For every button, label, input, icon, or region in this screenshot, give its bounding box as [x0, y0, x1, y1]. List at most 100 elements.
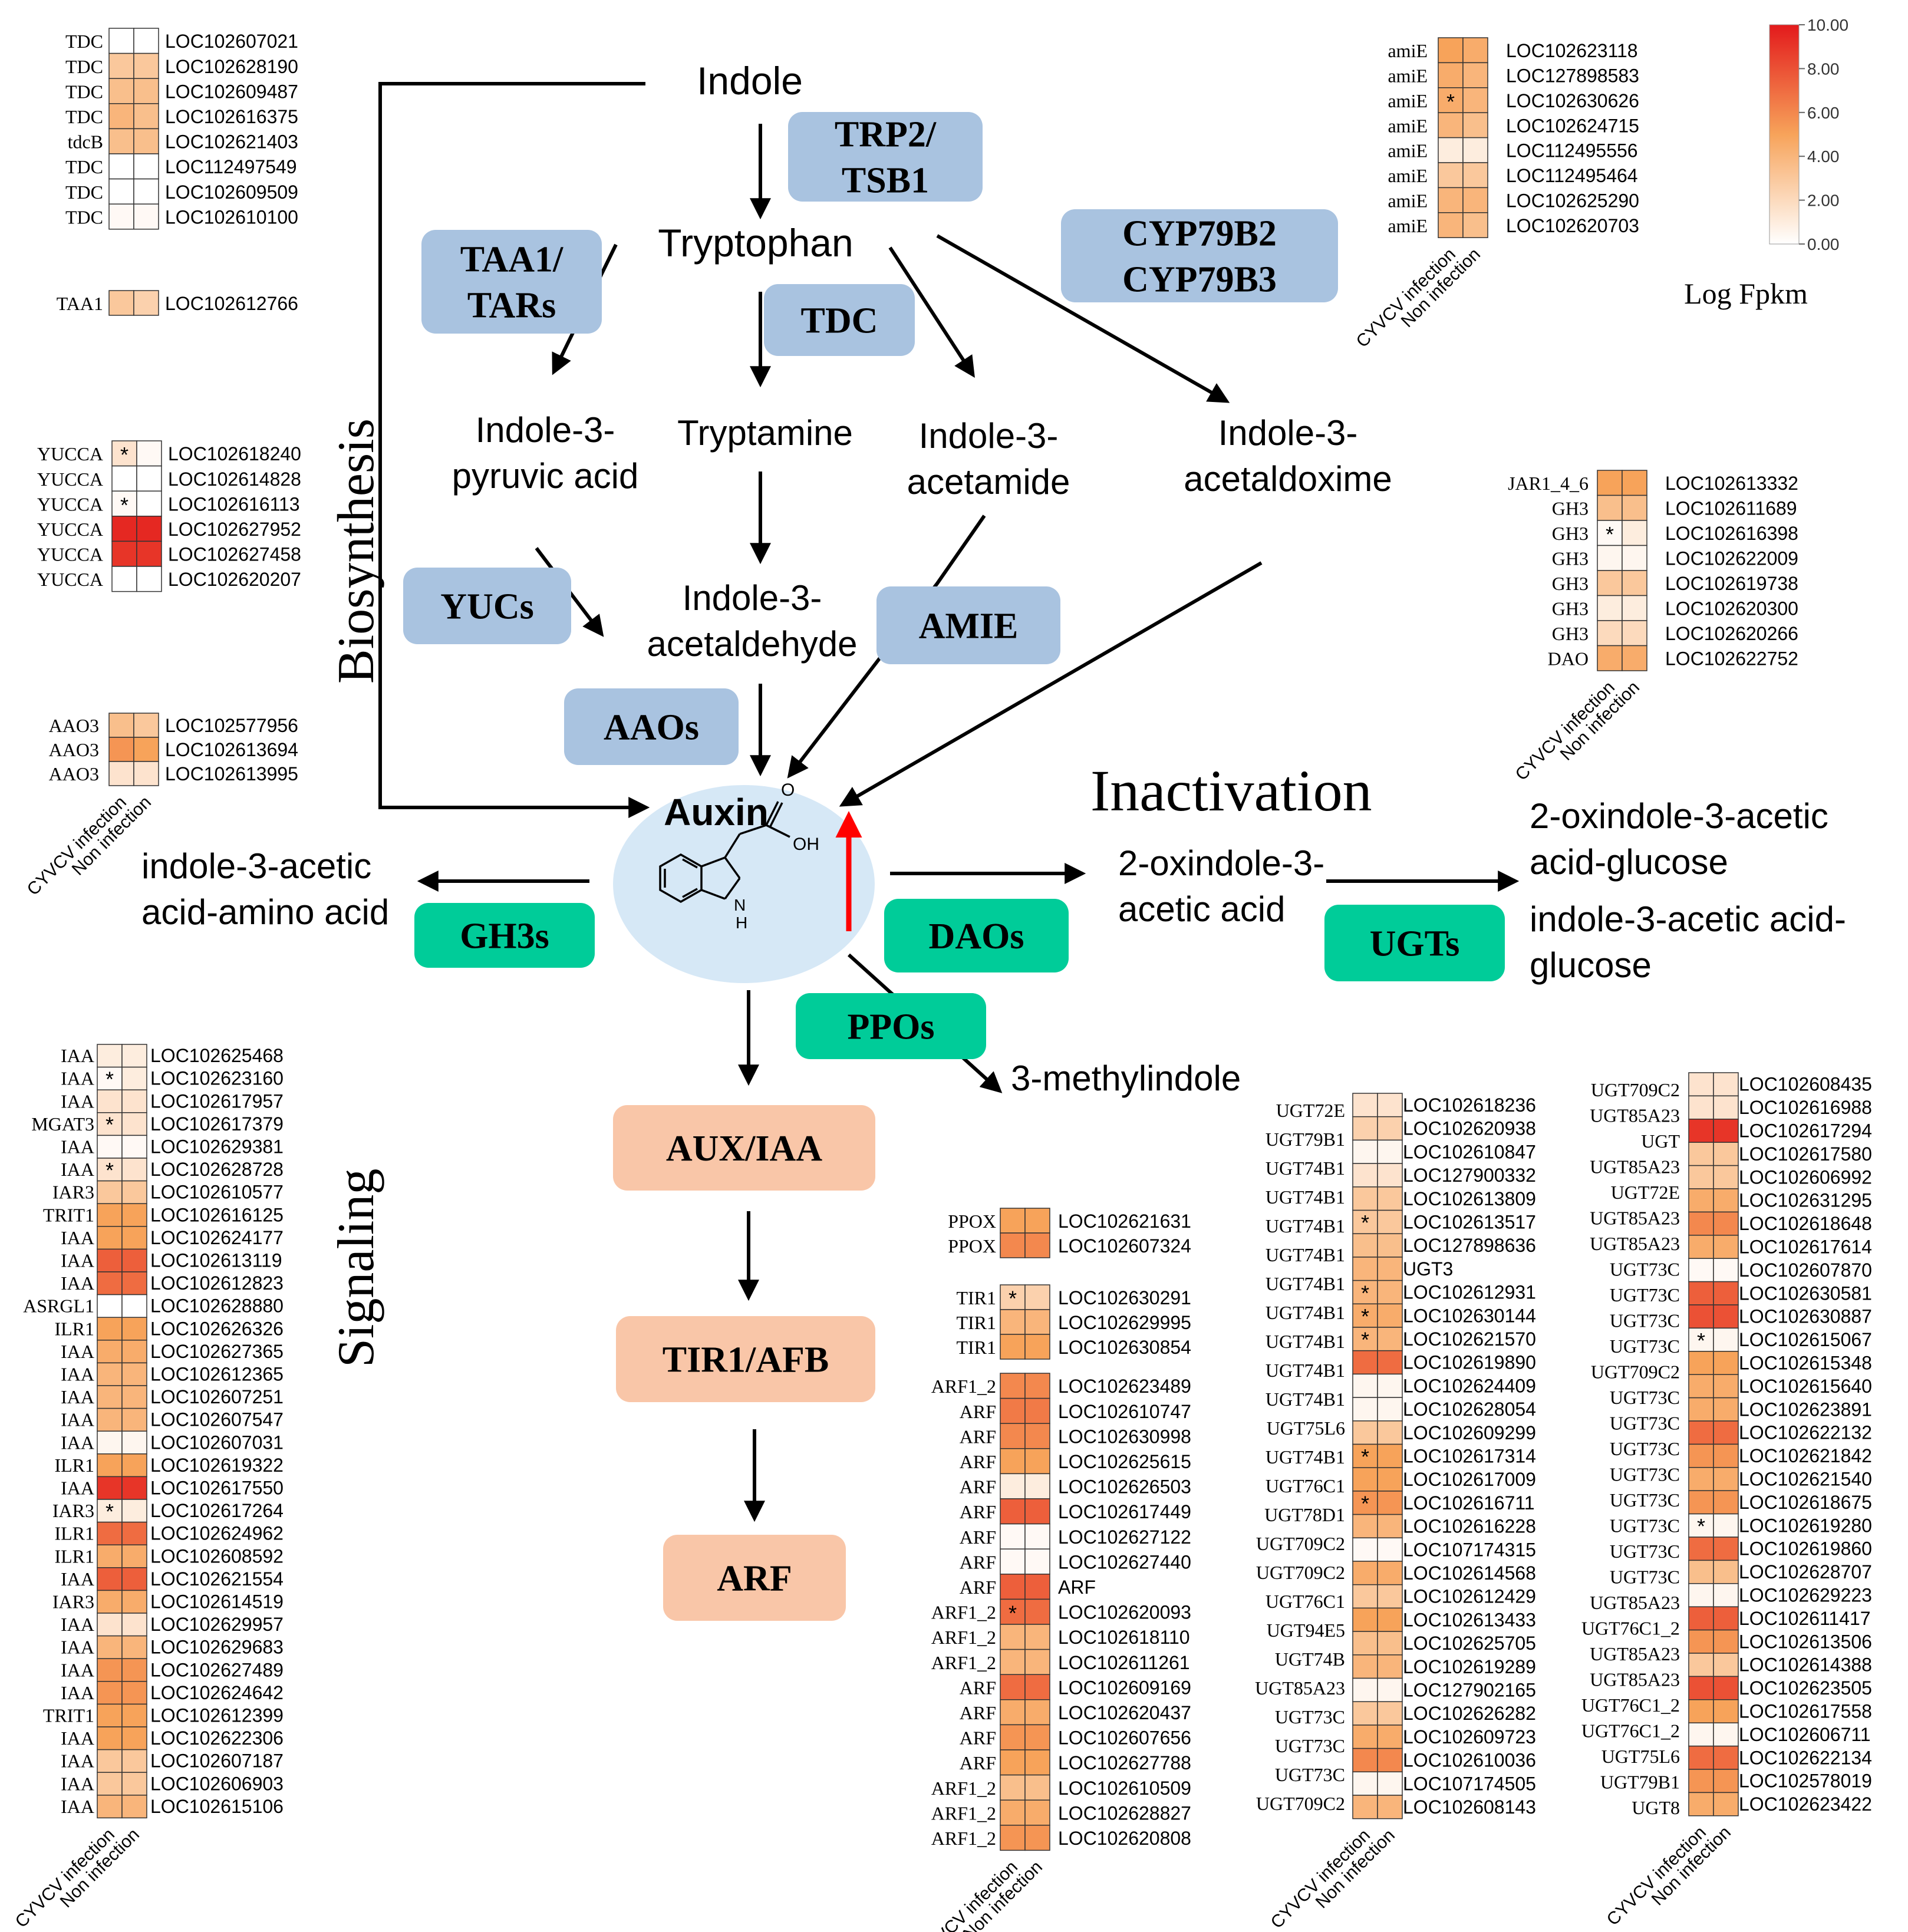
heatmap-cell	[1622, 645, 1647, 671]
gene-name-label: ARF	[960, 1426, 996, 1447]
gene-locus-label: LOC102620207	[168, 569, 301, 590]
heatmap-cell	[1352, 1514, 1378, 1539]
heatmap-cell	[1713, 1397, 1739, 1422]
gene-name-label: TDC	[65, 81, 103, 102]
heatmap-cell	[1713, 1304, 1739, 1329]
gene-locus-label: ARF	[1058, 1577, 1096, 1598]
heatmap-cell	[1713, 1142, 1739, 1166]
gene-name-label: UGT74B1	[1266, 1186, 1345, 1208]
gene-name-label: IAA	[61, 1750, 94, 1772]
heatmap-cell	[1000, 1548, 1026, 1575]
gene-name-label: ARF	[960, 1677, 996, 1698]
color-scale-legend: 10.008.006.004.002.000.00 Log Fpkm	[1684, 16, 1848, 310]
gene-locus-label: LOC102608435	[1739, 1074, 1872, 1095]
gene-name-label: IAR3	[52, 1591, 94, 1613]
gene-name-label: UGT72E	[1276, 1100, 1345, 1121]
heatmap-cell	[1377, 1209, 1403, 1234]
node-indole: Indole	[697, 59, 803, 103]
svg-text:OH: OH	[793, 835, 819, 854]
svg-text:H: H	[736, 914, 747, 932]
gene-name-label: TRIT1	[43, 1705, 94, 1726]
heatmap-cell	[108, 103, 134, 130]
heatmap-cell	[108, 737, 134, 762]
gene-name-label: UGT709C2	[1256, 1562, 1345, 1583]
gene-name-label: IAA	[61, 1068, 94, 1089]
gene-name-label: UGT74B1	[1266, 1273, 1345, 1294]
heatmap-cell	[1688, 1304, 1714, 1329]
heatmap-cell	[1377, 1373, 1403, 1398]
heatmap-cell	[1024, 1208, 1050, 1234]
heatmap-cell	[1000, 1749, 1026, 1776]
heatmap-cell	[1688, 1699, 1714, 1723]
heatmap-cell	[97, 1385, 123, 1409]
gene-locus-label: LOC102617314	[1403, 1445, 1536, 1466]
gene-name-label: DAO	[1548, 648, 1589, 670]
heatmap-cell	[1352, 1257, 1378, 1281]
heatmap-cell	[121, 1681, 147, 1705]
significance-star: *	[1361, 1445, 1369, 1469]
gene-locus-label: LOC102612365	[150, 1364, 284, 1385]
enzyme-label-tdc: TDC	[801, 301, 878, 341]
heatmap-cell	[1713, 1420, 1739, 1445]
heatmap-cell	[1352, 1327, 1378, 1351]
gene-name-label: IAA	[61, 1727, 94, 1749]
gene-name-label: IAA	[61, 1272, 94, 1294]
gene-name-label: TRIT1	[43, 1204, 94, 1225]
heatmap-cell	[1352, 1350, 1378, 1375]
heatmap-cell	[1352, 1093, 1378, 1117]
gene-locus-label: LOC102622752	[1665, 648, 1798, 670]
gene-locus-label: LOC102622134	[1739, 1747, 1872, 1768]
arrow-trp-iam	[888, 246, 975, 378]
section-signaling: Signaling	[328, 1169, 385, 1367]
heatmap-cell	[111, 465, 137, 492]
significance-star: *	[106, 1067, 114, 1091]
heatmap-cell	[1597, 645, 1623, 671]
gene-name-label: ARF1_2	[931, 1802, 996, 1824]
heatmap-cell	[133, 153, 159, 180]
gene-locus-label: LOC102630291	[1058, 1287, 1191, 1308]
significance-star: *	[1697, 1328, 1705, 1353]
gene-locus-label: LOC102577956	[165, 715, 298, 736]
heatmap-cell	[133, 28, 159, 54]
heatmap-cell	[1688, 1537, 1714, 1561]
heatmap-cell	[1688, 1072, 1714, 1097]
enzyme-label-tir1: TIR1/AFB	[663, 1340, 829, 1380]
node-iaox-line2: acetaldoxime	[1184, 459, 1392, 499]
heatmap-cell	[1352, 1420, 1378, 1445]
heatmap-cell	[1024, 1699, 1050, 1726]
heatmap-cell	[121, 1180, 147, 1204]
gene-locus-label: LOC102627788	[1058, 1752, 1191, 1773]
heatmap-cell	[97, 1772, 123, 1796]
heatmap-cell	[121, 1635, 147, 1659]
gene-name-label: ARF	[960, 1702, 996, 1723]
gene-locus-label: LOC102624715	[1506, 115, 1639, 136]
heatmap-cell	[1377, 1116, 1403, 1141]
gene-name-label: ASRGL1	[23, 1295, 94, 1317]
gene-locus-label: LOC102611261	[1058, 1652, 1190, 1673]
gene-name-label: IAA	[61, 1614, 94, 1635]
heatmap-cell	[1713, 1072, 1739, 1097]
gene-locus-label: LOC102607031	[150, 1432, 284, 1453]
gene-locus-label: LOC112495556	[1506, 140, 1638, 161]
enzyme-label-amie: AMIE	[919, 606, 1019, 647]
heatmap-cell	[97, 1590, 123, 1614]
gene-name-label: UGT72E	[1611, 1182, 1680, 1203]
heatmap-cell	[1713, 1560, 1739, 1584]
heatmap-cell	[1438, 62, 1464, 88]
gene-locus-label: LOC102625468	[150, 1045, 284, 1066]
arrow-iam-auxin	[787, 515, 986, 779]
gene-locus-label: LOC102615348	[1739, 1353, 1872, 1374]
gene-name-label: UGT74B1	[1266, 1215, 1345, 1237]
heatmap-cell	[1024, 1334, 1050, 1360]
heatmap-cell	[1438, 37, 1464, 64]
gene-locus-label: LOC102613995	[165, 763, 298, 784]
heatmap-cell	[1352, 1467, 1378, 1492]
gene-locus-label: LOC102616398	[1665, 523, 1798, 544]
gene-name-label: GH3	[1552, 573, 1589, 594]
heatmap-cell	[97, 1635, 123, 1659]
heatmap-cell	[97, 1726, 123, 1750]
gene-locus-label: LOC102614568	[1403, 1562, 1536, 1584]
heatmap-cell	[1377, 1467, 1403, 1492]
gene-name-label: GH3	[1552, 548, 1589, 569]
